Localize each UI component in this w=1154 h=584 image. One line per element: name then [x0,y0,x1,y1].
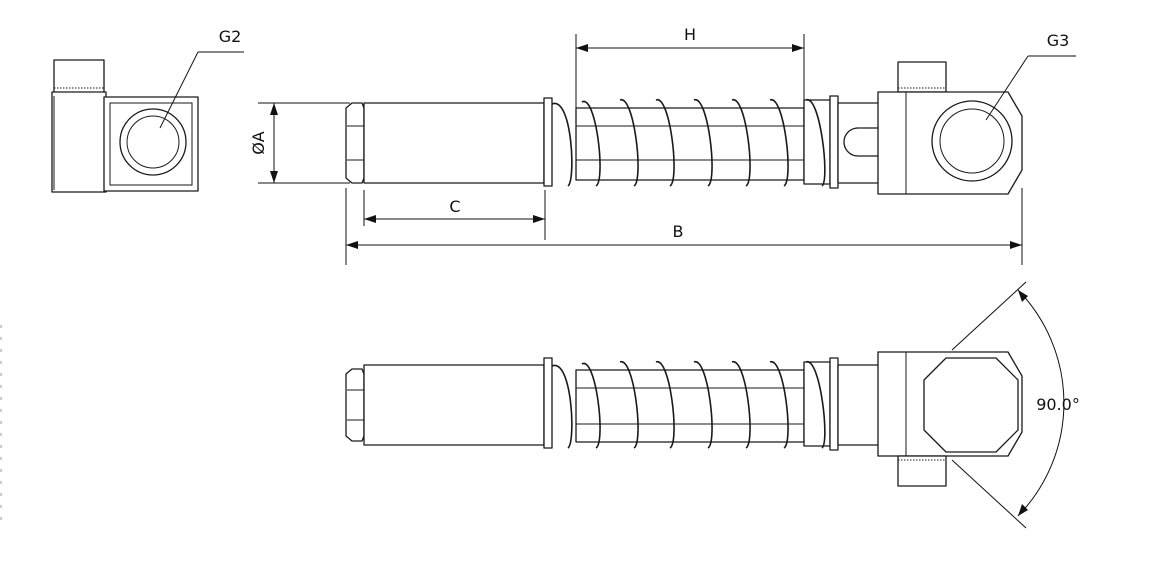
g2-leader: G2 [159,27,244,129]
dia-a-label: ØA [249,131,268,155]
bottom-assembly [345,351,1023,487]
top-assembly [345,61,1023,195]
c-label: C [449,197,460,216]
spring-top [551,99,826,187]
b-label: B [673,222,684,241]
h-label: H [684,25,696,44]
g2-label: G2 [219,27,242,46]
dimension-c: C [363,190,546,240]
dimension-angle: 90.0° [951,281,1080,529]
dimension-b: B [345,188,1023,265]
spring-bottom [551,361,826,449]
g3-label: G3 [1047,31,1070,50]
angle-label: 90.0° [1036,395,1080,414]
g3-leader: G3 [985,31,1076,121]
end-view-g2 [51,59,199,193]
dimension-dia-a: ØA [249,102,350,184]
dimension-h: H [575,25,805,108]
